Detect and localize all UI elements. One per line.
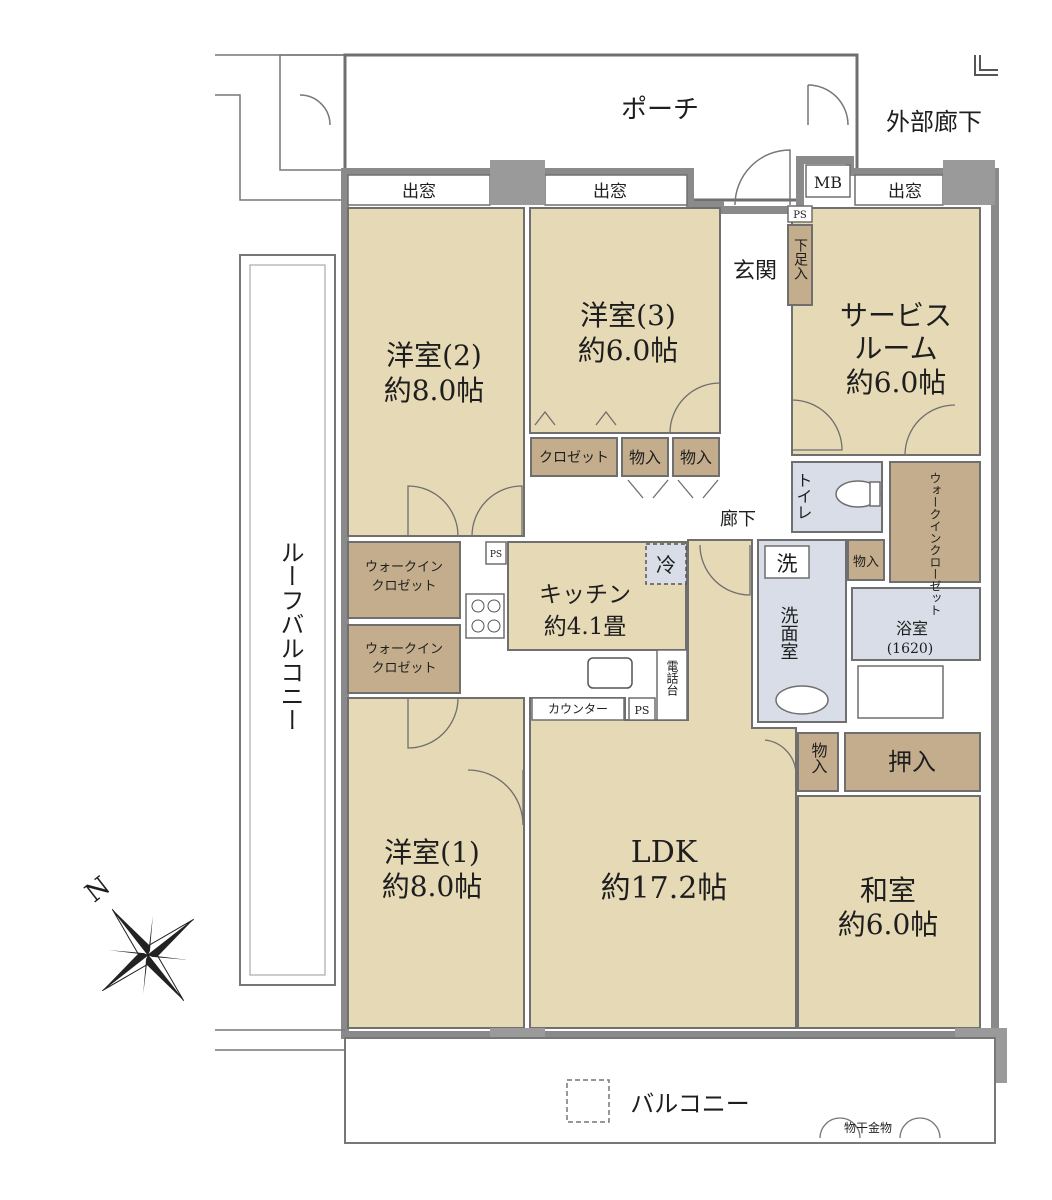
porch-label: ポーチ — [621, 95, 699, 125]
ps-counter-box — [628, 697, 656, 721]
storage-c-label: 物入 — [853, 555, 879, 570]
wash-mark: 洗 — [777, 552, 798, 576]
demado-1 — [347, 174, 491, 206]
fridge-label: 冷 — [656, 553, 676, 577]
closet — [530, 437, 618, 477]
drying-hardware-label: 物干金物 — [844, 1120, 892, 1135]
mb-label: MB — [814, 173, 842, 192]
oshiire-label: 押入 — [888, 748, 936, 776]
demado-3-label: 出窓 — [888, 182, 922, 202]
wic-1-line2: クロゼット — [371, 579, 436, 594]
room3-name: 洋室(3) — [580, 299, 676, 332]
demado-1-label: 出窓 — [402, 182, 436, 202]
entrance-label: 玄関 — [733, 259, 777, 284]
room-2 — [347, 207, 525, 537]
roof-balcony-label: ルーフバルコニー — [276, 540, 304, 732]
wash-basin — [775, 685, 829, 715]
roof-balcony — [239, 254, 336, 986]
kitchen-size: 約4.1畳 — [544, 614, 627, 640]
wic-2-line1: ウォークイン — [365, 642, 443, 657]
counter-box — [531, 697, 625, 721]
bathtub — [857, 665, 944, 719]
room2-size: 約8.0帖 — [384, 374, 485, 407]
storage-c — [847, 539, 885, 581]
room1-size: 約8.0帖 — [382, 870, 483, 903]
ps-counter-label: PS — [635, 704, 650, 717]
north-label: N — [80, 871, 116, 909]
balcony — [344, 1037, 996, 1144]
bath-size: (1620) — [887, 641, 934, 657]
porch-gate — [807, 84, 849, 126]
storage-d — [797, 732, 839, 792]
washitsu-name: 和室 — [860, 874, 916, 907]
wic-1 — [347, 541, 461, 619]
counter-label: カウンター — [548, 702, 608, 716]
room1-name: 洋室(1) — [384, 836, 480, 869]
fridge-box — [645, 543, 687, 585]
room3-size: 約6.0帖 — [578, 334, 679, 367]
stove — [465, 593, 505, 639]
ps-entry-box — [787, 205, 813, 223]
ps-kitchen-label: PS — [490, 550, 502, 560]
storage-a-label: 物入 — [629, 448, 661, 467]
room-1 — [347, 697, 525, 1029]
room2-name: 洋室(2) — [386, 339, 482, 372]
ldk-name: LDK — [631, 835, 698, 870]
washitsu — [797, 795, 981, 1029]
service-name-1: サービス — [840, 299, 952, 332]
mb-box — [805, 164, 851, 198]
bath-name: 浴室 — [896, 619, 928, 638]
demado-3 — [854, 174, 944, 206]
compass-icon — [101, 908, 195, 1002]
wic-vertical-label: ウォークインクローゼット — [928, 472, 942, 616]
storage-a — [621, 437, 669, 477]
kitchen-name: キッチン — [539, 582, 631, 608]
ps-kitchen-box — [485, 541, 507, 565]
storage-d-label: 物入 — [809, 742, 828, 774]
door-swings — [407, 382, 956, 826]
north-corner-mark — [974, 55, 998, 76]
demado-2 — [544, 174, 688, 206]
exterior-lines — [215, 54, 346, 201]
closet-label: クロゼット — [539, 450, 609, 466]
wic-2-line2: クロゼット — [371, 661, 436, 676]
ldk-size: 約17.2帖 — [601, 871, 728, 906]
wic-2 — [347, 624, 461, 694]
ldk — [529, 539, 797, 1029]
bathroom — [851, 587, 981, 661]
service-name-2: ルーム — [854, 332, 937, 365]
sink — [587, 657, 633, 689]
balcony-hatch — [566, 1079, 610, 1123]
entry-door-swing — [734, 149, 791, 206]
shoe-storage-label: 下足入 — [792, 238, 808, 280]
wash-mark-box — [764, 545, 810, 579]
hallway-label: 廊下 — [720, 509, 756, 530]
phone-stand-label: 電話台 — [665, 660, 679, 696]
storage-b-label: 物入 — [680, 448, 712, 467]
service-room — [791, 207, 981, 456]
phone-stand-box — [656, 649, 688, 721]
balcony-label: バルコニー — [630, 1090, 750, 1118]
shoe-storage — [787, 224, 813, 306]
outer-corridor-label: 外部廊下 — [886, 108, 982, 136]
demado-2-label: 出窓 — [593, 182, 627, 202]
washroom-label: 洗面室 — [778, 606, 799, 660]
wic-vertical — [889, 461, 981, 583]
oshiire — [844, 732, 981, 792]
ps-entry-label: PS — [793, 210, 807, 221]
wic-1-line1: ウォークイン — [365, 560, 443, 575]
toilet-label: トイレ — [794, 472, 813, 520]
storage-b — [672, 437, 720, 477]
washitsu-size: 約6.0帖 — [838, 908, 939, 941]
service-size: 約6.0帖 — [846, 366, 947, 399]
room-3 — [529, 207, 721, 434]
